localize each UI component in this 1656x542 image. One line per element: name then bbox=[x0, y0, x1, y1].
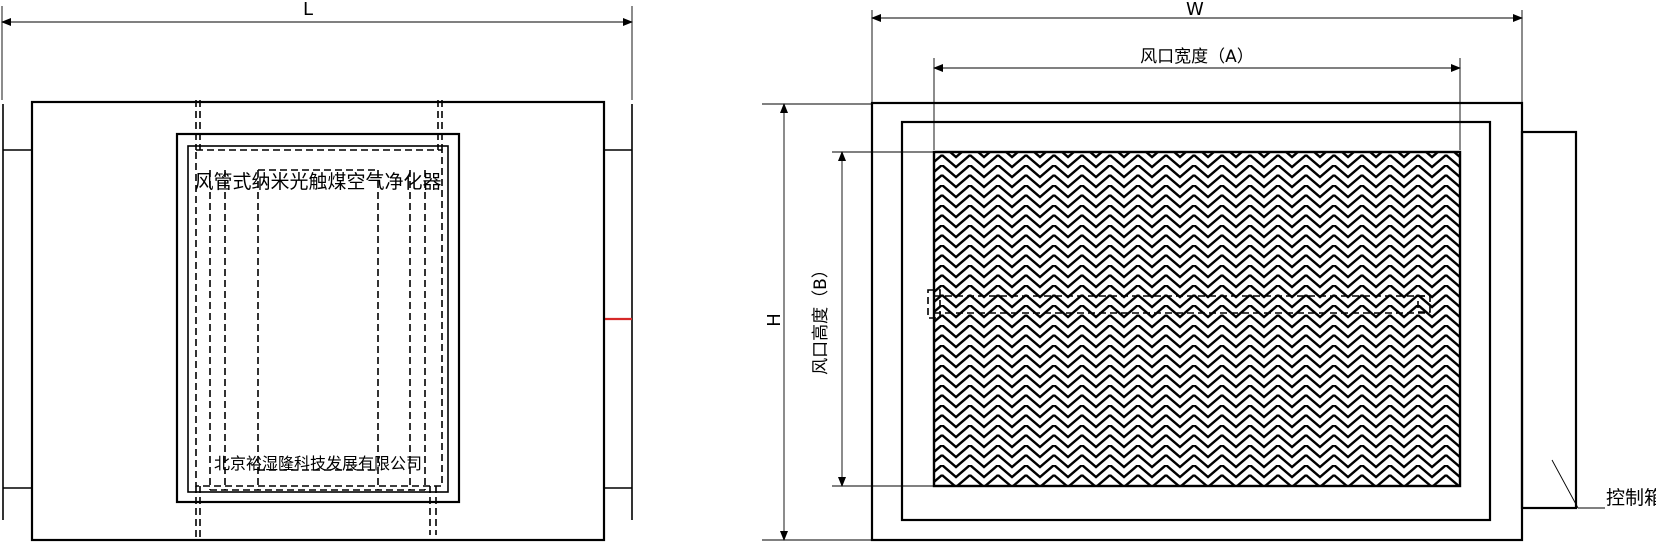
company-name-label: 北京裕湿隆科技发展有限公司 bbox=[214, 454, 422, 473]
product-name-label: 风管式纳米光触煤空气净化器 bbox=[194, 171, 441, 193]
hidden-internals bbox=[195, 100, 443, 540]
dim-a-label: 风口宽度（A） bbox=[1140, 47, 1254, 67]
control-box-leader-1 bbox=[1551, 459, 1579, 509]
air-inlet-mesh bbox=[932, 150, 1462, 488]
control-box bbox=[1520, 130, 1578, 510]
hidden-rail bbox=[927, 289, 1431, 319]
front-body bbox=[30, 100, 606, 542]
control-box-label: 控制箱 bbox=[1606, 487, 1656, 509]
side-housing-inner bbox=[900, 120, 1492, 522]
dim-b-label: 风口高度（B） bbox=[811, 261, 831, 375]
front-panel-outer bbox=[175, 132, 461, 504]
side-view: W 风口宽度（A） H 风口高度（B） 控制箱 bbox=[762, 0, 1656, 542]
front-view: L bbox=[1, 0, 633, 542]
dim-w-label: W bbox=[1186, 0, 1204, 20]
dim-l-label: L bbox=[303, 0, 313, 20]
dim-h-label: H bbox=[764, 313, 785, 327]
front-panel-inner bbox=[187, 145, 449, 493]
